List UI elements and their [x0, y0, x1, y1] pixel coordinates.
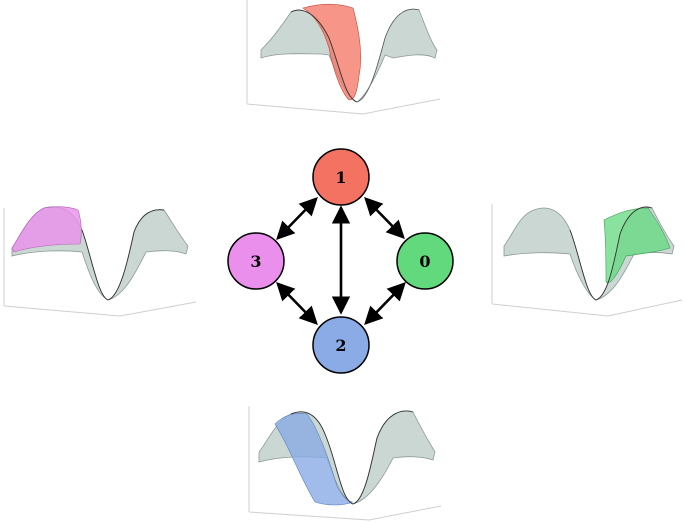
surface-highlight: [11, 206, 82, 253]
surface-line: [356, 8, 420, 103]
edge-0-2: [364, 282, 406, 325]
node-label: 3: [250, 252, 261, 271]
plot-axes: [246, 0, 441, 115]
edge-3-2: [276, 282, 318, 325]
node-circle: [227, 232, 285, 290]
node-circle: [312, 316, 370, 374]
surface-highlight: [274, 413, 354, 506]
surface-highlight: [302, 3, 361, 101]
surface-line: [569, 206, 653, 301]
surface-line: [290, 410, 414, 505]
node-circle: [312, 148, 370, 206]
graph-node-0: 0: [396, 232, 454, 290]
surface-panel-node-2: [248, 406, 442, 521]
surface-highlight: [603, 207, 671, 284]
plot-axes: [491, 204, 683, 317]
graph-node-3: 3: [227, 232, 285, 290]
graph-node-2: 2: [312, 316, 370, 374]
node-circle: [396, 232, 454, 290]
plot-axes: [3, 208, 197, 317]
graph-edges: [276, 197, 406, 325]
plot-axes: [248, 406, 442, 521]
surface-line: [290, 9, 358, 103]
node-label: 2: [335, 336, 346, 355]
surface-panel-node-3: [3, 206, 197, 317]
edge-1-0: [364, 197, 405, 239]
node-label: 1: [335, 168, 346, 187]
graph-node-1: 1: [312, 148, 370, 206]
surface-panel-node-1: [246, 0, 441, 115]
surface-panel-node-0: [491, 204, 683, 317]
surface-line: [81, 209, 165, 301]
node-label: 0: [419, 252, 430, 271]
edge-1-3: [276, 197, 318, 240]
